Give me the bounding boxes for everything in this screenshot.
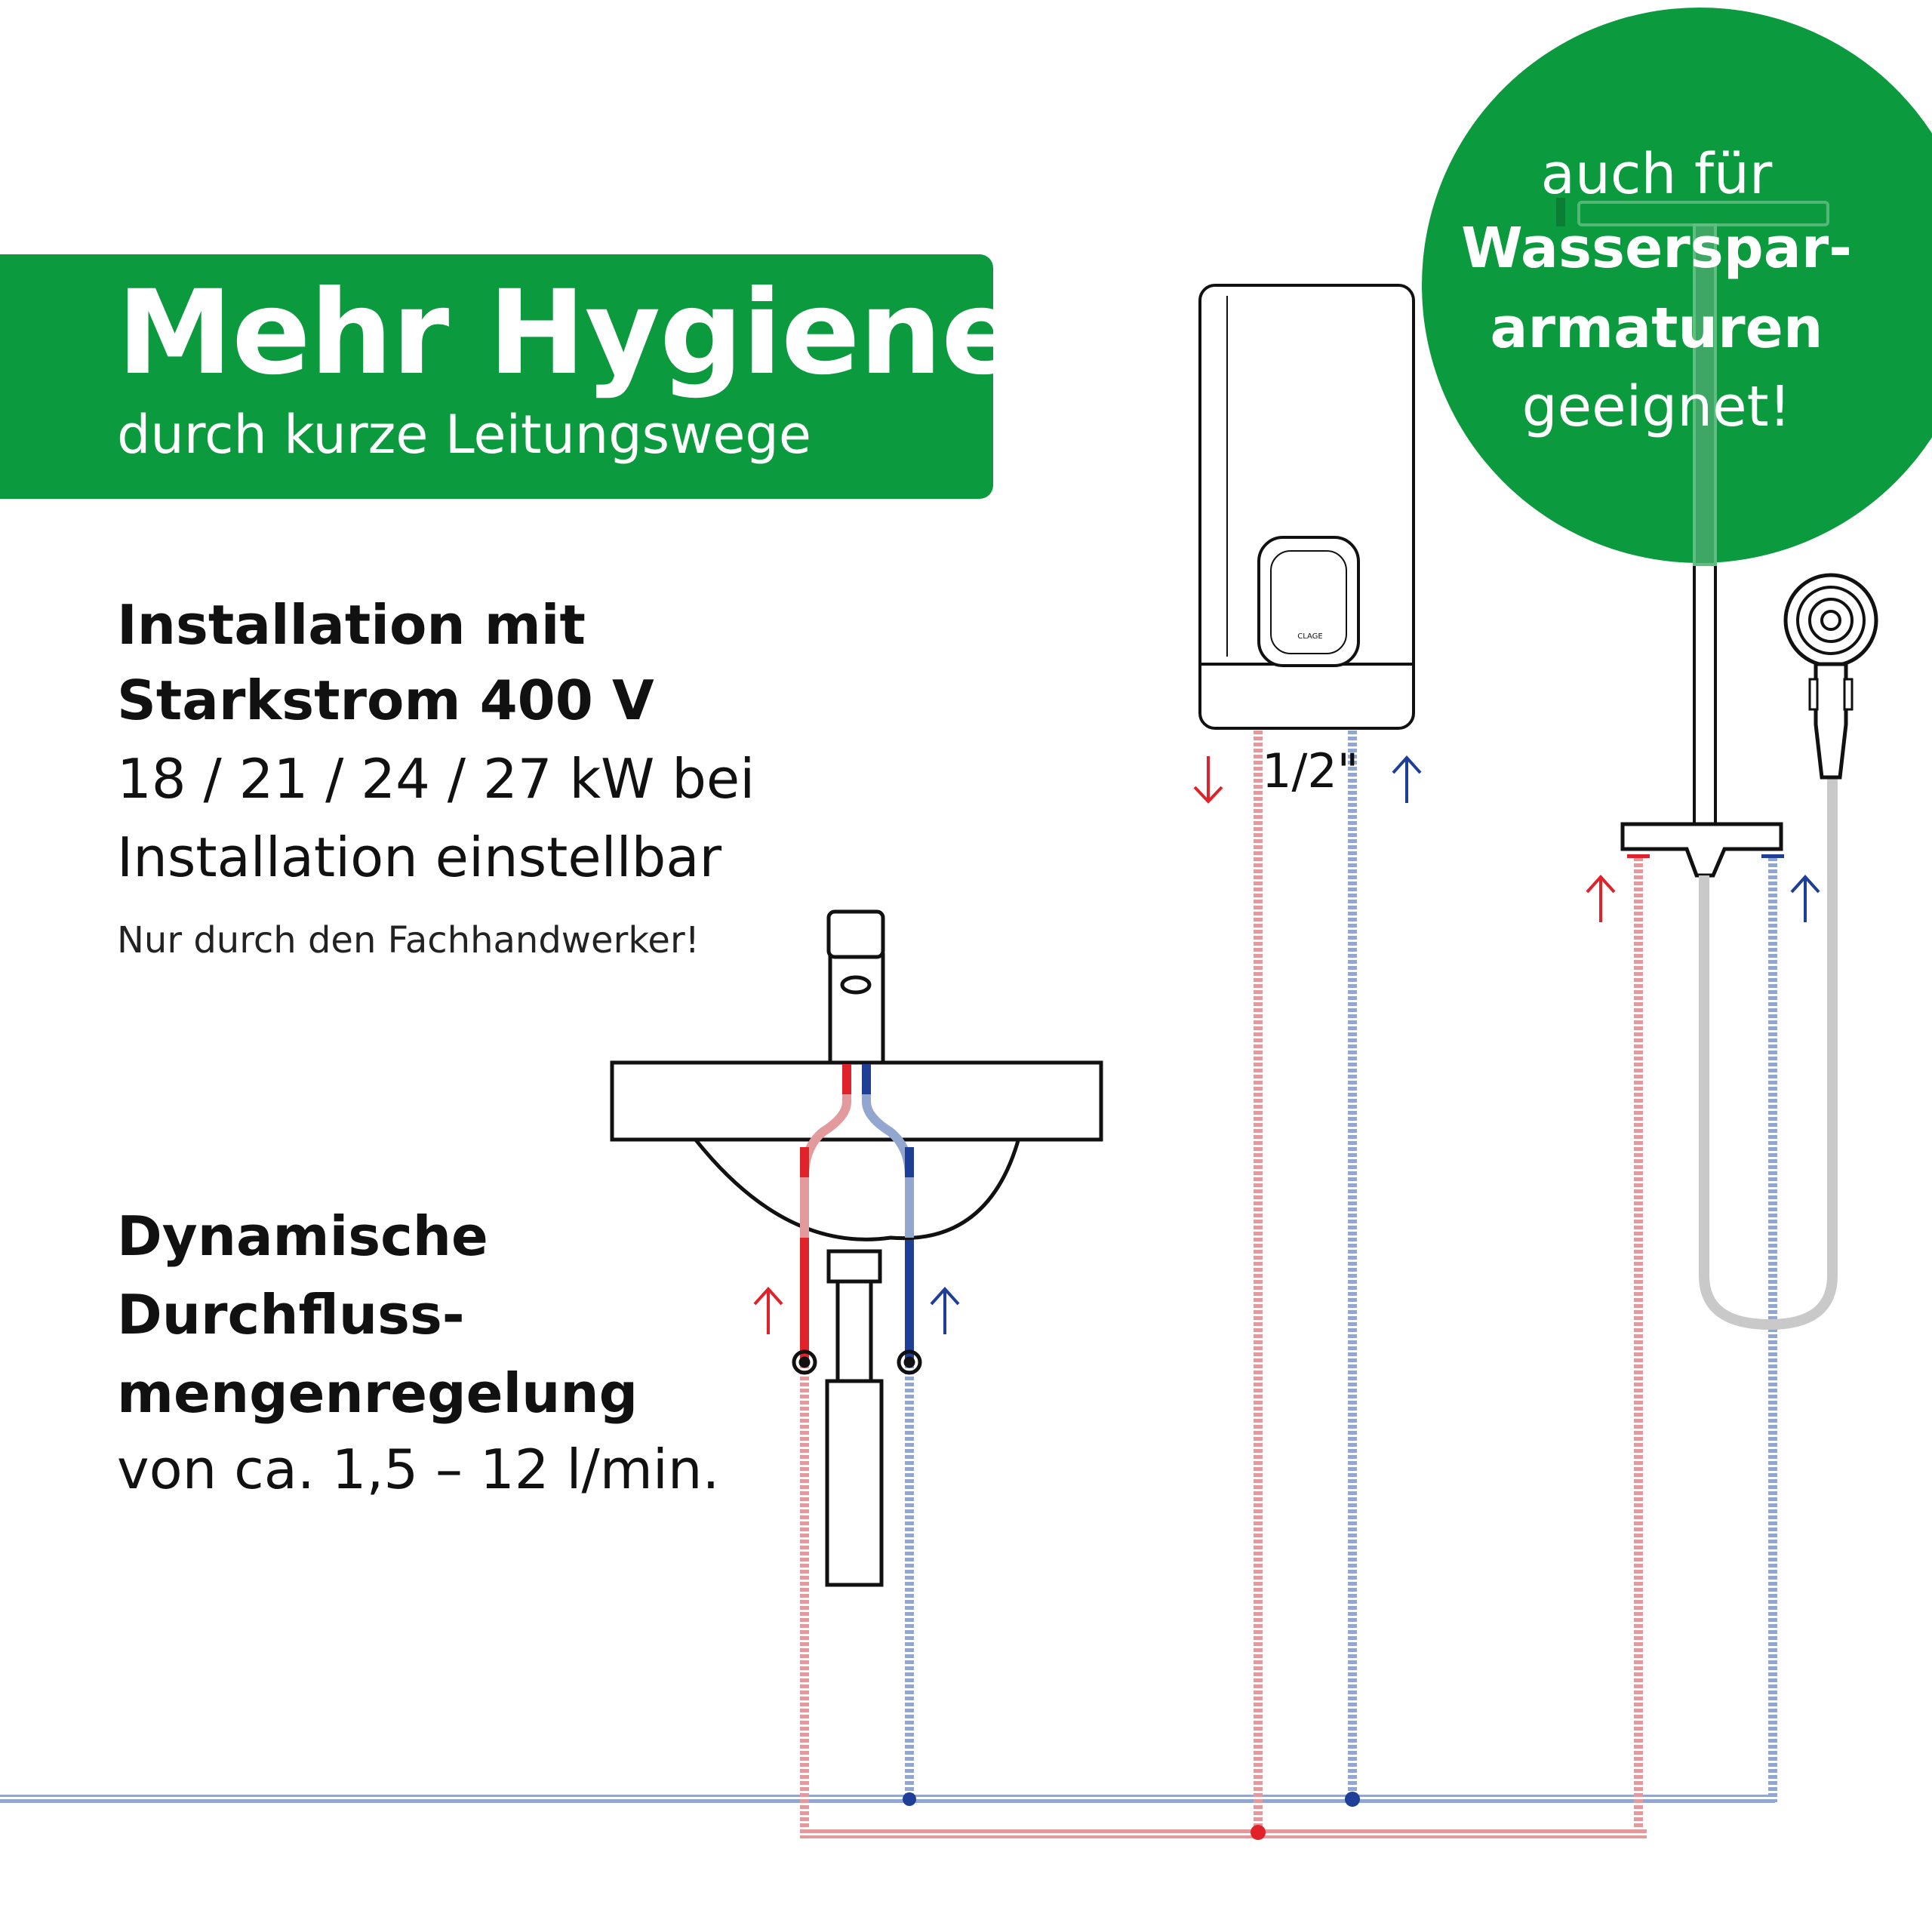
installation-line4: Installation einstellbar <box>117 826 722 889</box>
cold-sink-junction <box>903 1792 916 1806</box>
shower <box>1556 198 1878 1331</box>
water-heater <box>1198 284 1415 730</box>
hot-junction <box>1251 1825 1266 1840</box>
badge-line3: armaturen <box>1490 296 1823 361</box>
pipe-size-label: 1/2" <box>1262 743 1359 798</box>
installation-line2: Starkstrom 400 V <box>117 669 654 732</box>
sink-cold-pipe-solid <box>905 1238 914 1362</box>
floor-hot-pipe-left <box>800 1828 1253 1838</box>
arrow-up-icon <box>753 1287 783 1334</box>
sink-cold-pipe-lower <box>905 1238 914 1800</box>
installation-note: Nur durch den Fachhandwerker! <box>117 919 700 961</box>
badge-line1: auch für <box>1540 142 1773 207</box>
installation-line1: Installation mit <box>117 593 586 657</box>
sink <box>610 909 1103 1587</box>
flow-line2: Durchfluss- <box>117 1283 465 1346</box>
heater-hot-riser <box>1254 683 1263 1834</box>
banner-subtitle: durch kurze Leitungswege <box>117 404 811 466</box>
shower-hot-riser <box>1634 854 1643 1835</box>
flow-line4: von ca. 1,5 – 12 l/min. <box>117 1438 720 1501</box>
headline-banner <box>0 254 993 499</box>
installation-line3: 18 / 21 / 24 / 27 kW bei <box>117 747 755 811</box>
arrow-up-icon <box>930 1287 960 1334</box>
badge-circle <box>1422 8 1932 563</box>
sink-hot-pipe-solid <box>800 1238 809 1362</box>
arrow-down-icon <box>1193 756 1223 804</box>
sink-hot-pipe-lower <box>800 1238 809 1834</box>
arrow-up-icon <box>1586 875 1616 922</box>
banner-title: Mehr Hygiene <box>117 266 1020 401</box>
cold-junction <box>1345 1792 1360 1807</box>
badge-line2: Wasserspar- <box>1461 216 1852 281</box>
flow-line3: mengenregelung <box>117 1361 638 1425</box>
heater-cold-riser <box>1348 683 1357 1800</box>
badge-line4: geeignet! <box>1521 374 1792 439</box>
heater-brand: CLAGE <box>1297 632 1323 641</box>
arrow-up-icon <box>1392 755 1422 803</box>
floor-cold-pipe <box>0 1795 1775 1805</box>
arrow-up-icon <box>1790 875 1820 922</box>
flow-line1: Dynamische <box>117 1204 488 1268</box>
